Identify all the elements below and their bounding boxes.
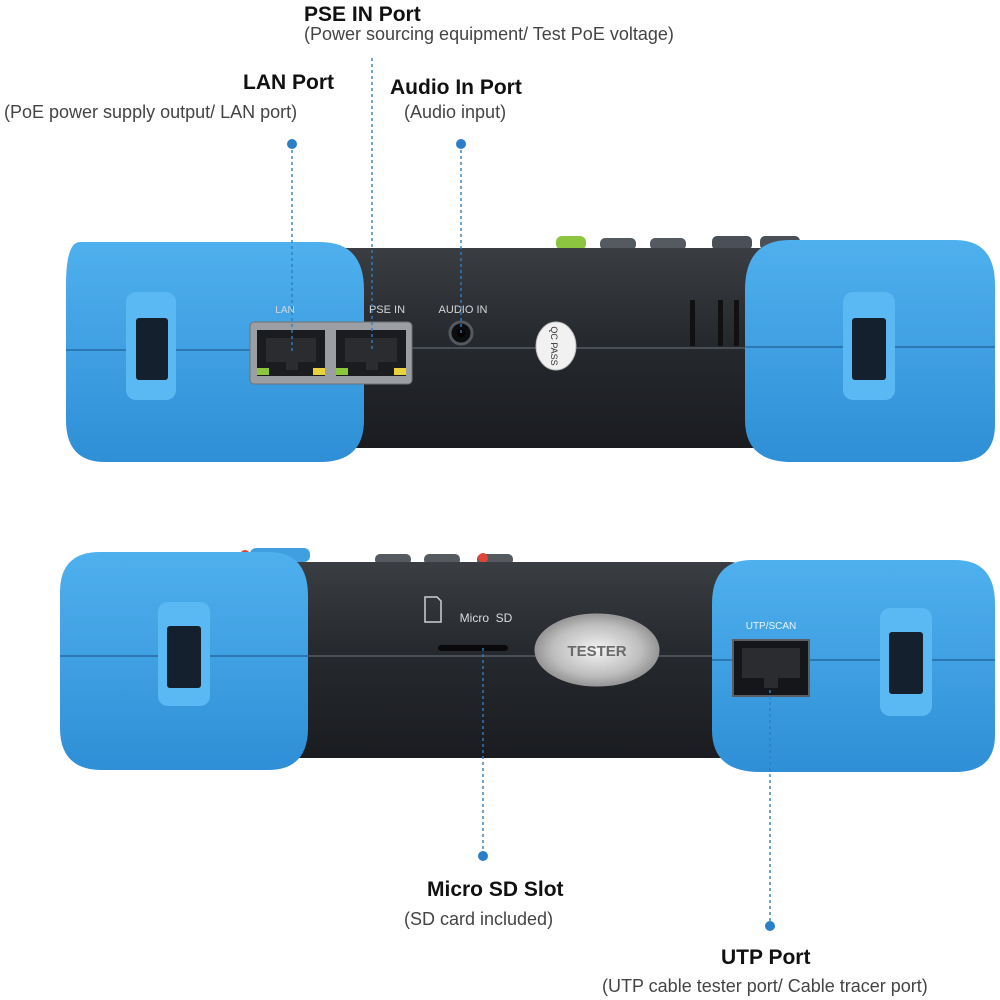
bottom-device-view: UTP/SCAN Micro SD TESTER — [60, 548, 995, 772]
tester-badge — [534, 613, 660, 687]
bottom-body — [260, 562, 750, 758]
pse-in-device-label: PSE IN — [369, 304, 405, 316]
audio-callout-dot — [456, 139, 466, 149]
pse-in-callout-title: PSE IN Port — [304, 3, 421, 26]
micro-sd-callout-title: Micro SD Slot — [427, 878, 564, 901]
leader-lines — [291, 58, 771, 926]
top-gray-button — [650, 238, 686, 250]
pse-in-callout-subtitle: (Power sourcing equipment/ Test PoE volt… — [304, 24, 674, 44]
lan-callout-dot — [287, 139, 297, 149]
lan-callout-subtitle: (PoE power supply output/ LAN port) — [4, 102, 298, 122]
leader-dots — [287, 139, 775, 931]
tester-badge-text: TESTER — [567, 643, 626, 660]
top-gray-button — [600, 238, 636, 250]
top-green-button — [556, 236, 586, 250]
utp-scan-device-label: UTP/SCAN — [746, 621, 797, 632]
micro-sd-callout-dot — [478, 851, 488, 861]
top-device-view: QC PASS LAN PSE IN AUDIO IN — [66, 236, 995, 462]
qc-pass-sticker — [535, 321, 577, 371]
lan-device-label: LAN — [275, 305, 294, 316]
micro-sd-device-label: Micro SD — [460, 611, 513, 625]
micro-sd-callout-subtitle: (SD card included) — [404, 909, 554, 929]
qc-pass-text: QC PASS — [549, 326, 559, 365]
audio-in-device-label: AUDIO IN — [439, 304, 488, 316]
top-gray-button — [712, 236, 752, 250]
utp-callout-dot — [765, 921, 775, 931]
lan-callout-title: LAN Port — [243, 71, 334, 94]
audio-in-callout-subtitle: (Audio input) — [404, 102, 507, 122]
micro-sd-slot — [438, 645, 508, 651]
audio-in-callout-title: Audio In Port — [390, 76, 522, 99]
sd-card-icon — [424, 596, 442, 623]
utp-callout-subtitle: (UTP cable tester port/ Cable tracer por… — [602, 976, 928, 996]
utp-callout-title: UTP Port — [721, 946, 811, 969]
